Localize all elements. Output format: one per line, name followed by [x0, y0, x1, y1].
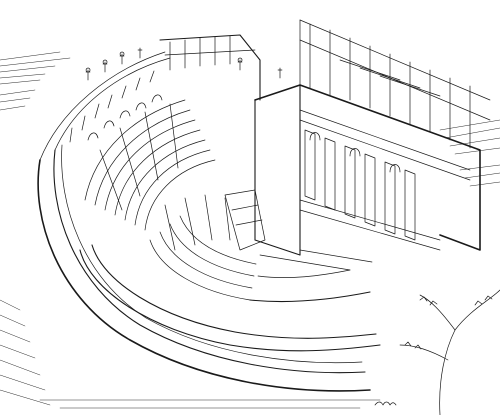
foreground-tree — [399, 289, 500, 415]
outer-cavea-wall — [37, 144, 371, 392]
foreground-terrain — [0, 299, 381, 409]
artist-signature — [374, 401, 397, 406]
lower-seating — [149, 194, 257, 301]
upper-gallery-arcade — [39, 51, 171, 161]
stage-building — [254, 84, 481, 256]
side-basilica — [159, 34, 261, 101]
wall-statues — [85, 47, 283, 81]
velarium-frame — [299, 19, 491, 149]
orchestra-floor — [249, 249, 373, 303]
background-landscape — [0, 51, 500, 187]
diazoma-walkway — [79, 244, 381, 352]
seating-tiers — [84, 99, 216, 231]
vomitorium-entrance — [224, 189, 266, 251]
